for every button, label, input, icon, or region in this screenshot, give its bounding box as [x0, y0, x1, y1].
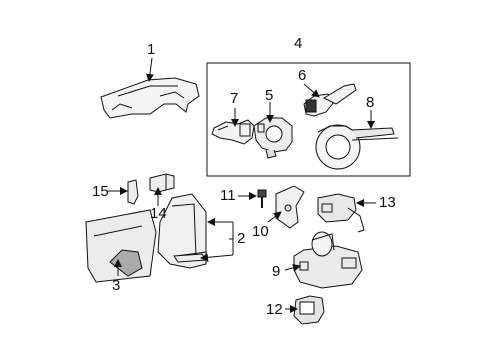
leader-9	[284, 263, 301, 272]
part-10-bracket	[275, 185, 305, 229]
part-7-switch	[211, 119, 255, 145]
part-9-ignition-housing	[293, 231, 363, 289]
callout-4: 4	[294, 35, 303, 52]
callout-9: 9	[272, 263, 281, 280]
callout-7: 7	[230, 90, 239, 107]
callout-1: 1	[147, 41, 156, 58]
part-3-knee-panel	[85, 209, 157, 283]
callout-10: 10	[252, 223, 269, 240]
part-1-upper-shroud	[100, 77, 200, 119]
callout-6: 6	[298, 67, 307, 84]
callout-8: 8	[366, 94, 375, 111]
part-8-clock-spring	[315, 124, 399, 170]
part-5-housing	[253, 117, 293, 159]
leader-2-bracket	[200, 218, 234, 262]
callout-14: 14	[150, 205, 167, 222]
callout-5: 5	[265, 87, 274, 104]
callout-11: 11	[220, 187, 236, 204]
part-14-knob	[149, 173, 175, 193]
part-6-multifunction-switch	[303, 83, 357, 117]
assembly-4-box	[206, 62, 411, 177]
part-15-trim	[127, 179, 139, 205]
leader-1	[145, 57, 154, 82]
callout-2: 2	[237, 230, 246, 247]
callout-13: 13	[379, 194, 396, 211]
part-11-screw	[257, 189, 267, 208]
leader-10	[267, 211, 282, 223]
part-12-lock-cylinder	[293, 295, 325, 325]
part-13-actuator	[317, 193, 365, 233]
callout-3: 3	[112, 277, 121, 294]
leader-6	[303, 83, 320, 98]
callout-15: 15	[92, 183, 109, 200]
callout-12: 12	[266, 301, 283, 318]
